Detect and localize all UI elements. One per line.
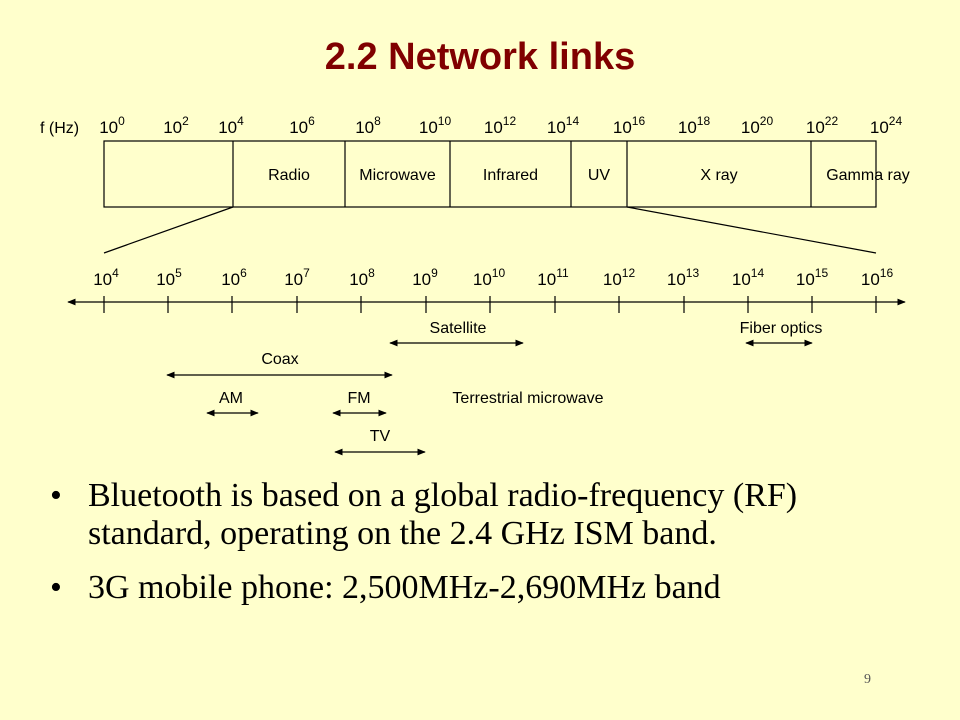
- bullet-bluetooth: Bluetooth is based on a global radio-fre…: [48, 477, 908, 553]
- detail-tick-label: 109: [412, 266, 438, 289]
- detail-tick-label: 1012: [603, 266, 636, 289]
- detail-tick-label: 1011: [537, 266, 569, 289]
- band-label: UV: [588, 167, 611, 184]
- slide-title: 2.2 Network links: [324, 36, 636, 78]
- detail-tick-label: 105: [156, 266, 182, 289]
- detail-tick-label: 106: [221, 266, 247, 289]
- range-label: Terrestrial microwave: [452, 390, 603, 407]
- zoom-line-right: [626, 206, 877, 254]
- detail-tick-label: 108: [349, 266, 375, 289]
- band-label: Infrared: [483, 167, 538, 184]
- spectrum-tick-label: 1024: [870, 114, 903, 137]
- range-label: AM: [219, 390, 243, 407]
- band-label: Radio: [268, 167, 310, 184]
- range-label: FM: [347, 390, 370, 407]
- spectrum-tick-label: 1020: [741, 114, 774, 137]
- spectrum-tick-label: 1012: [484, 114, 517, 137]
- detail-tick-label: 107: [284, 266, 310, 289]
- zoom-line-left: [103, 206, 234, 254]
- band-label: Gamma ray: [826, 167, 910, 184]
- frequency-axis-label: f (Hz): [40, 120, 79, 137]
- detail-tick-label: 1015: [796, 266, 829, 289]
- frequency-spectrum-diagram: f (Hz) 100 102 104 106 108 1010 1012 1014 1016 10…: [40, 114, 910, 456]
- spectrum-frame: [103, 140, 877, 208]
- range-label: Coax: [261, 351, 298, 368]
- spectrum-tick-label: 102: [163, 114, 189, 137]
- bullet-3g: 3G mobile phone: 2,500MHz-2,690MHz band: [48, 569, 908, 607]
- spectrum-bands: Radio Microwave Infrared UV X ray Gamma ray: [103, 140, 910, 208]
- detail-tick-label: 1010: [473, 266, 506, 289]
- spectrum-tick-label: 1014: [547, 114, 580, 137]
- spectrum-tick-label: 1010: [419, 114, 452, 137]
- spectrum-tick-label: 108: [355, 114, 381, 137]
- detail-tick-label: 1016: [861, 266, 894, 289]
- band-label: Microwave: [359, 167, 436, 184]
- spectrum-tick-label: 1016: [613, 114, 646, 137]
- range-label: Satellite: [430, 320, 487, 337]
- detail-tick-label: 1013: [667, 266, 700, 289]
- page-number: 9: [864, 672, 871, 687]
- detail-tick-label: 1014: [732, 266, 765, 289]
- spectrum-tick-label: 1022: [806, 114, 839, 137]
- band-label: X ray: [700, 167, 737, 184]
- range-label: Fiber optics: [740, 320, 823, 337]
- spectrum-tick-label: 1018: [678, 114, 711, 137]
- spectrum-tick-label: 106: [289, 114, 315, 137]
- bullet-list: Bluetooth is based on a global radio-fre…: [48, 477, 908, 623]
- spectrum-tick-label: 100: [99, 114, 125, 137]
- range-label: TV: [370, 428, 391, 445]
- detail-tick-label: 104: [93, 266, 119, 289]
- spectrum-tick-label: 104: [218, 114, 244, 137]
